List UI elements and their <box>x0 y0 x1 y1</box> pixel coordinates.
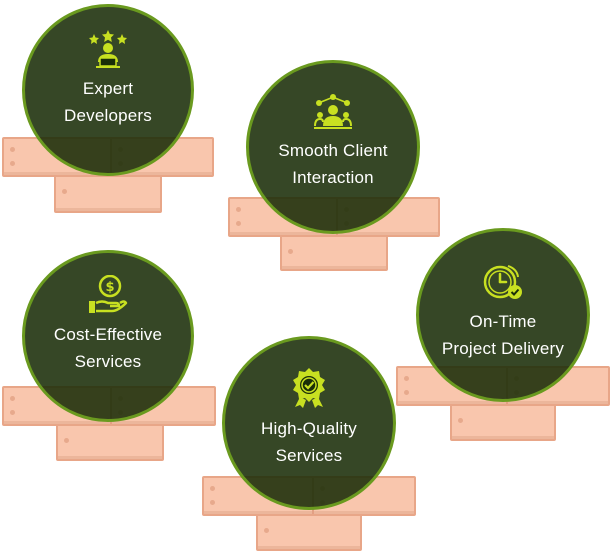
brick-bottom <box>280 235 388 271</box>
feature-circle: Expert Developers <box>22 4 194 176</box>
feature-expert-developers: Expert Developers <box>0 0 216 215</box>
feature-label: Cost-Effective Services <box>53 325 163 371</box>
svg-text:$: $ <box>105 280 114 295</box>
brick-bottom <box>450 404 556 441</box>
feature-circle: Smooth Client Interaction <box>246 60 420 234</box>
feature-high-quality-services: High-Quality Services <box>202 336 418 552</box>
quality-badge-icon <box>293 368 325 408</box>
feature-circle: On-Time Project Delivery <box>416 228 590 402</box>
feature-label: Smooth Client Interaction <box>278 141 388 187</box>
brick-bottom <box>256 514 362 551</box>
feature-on-time-project-delivery: On-Time Project Delivery <box>396 228 612 443</box>
feature-label: On-Time Project Delivery <box>441 312 565 358</box>
clock-check-icon <box>483 265 522 299</box>
brick-bottom <box>54 175 162 213</box>
feature-circle: $ Cost-Effective Services <box>22 250 194 422</box>
feature-cost-effective-services: $ Cost-Effective Services <box>2 248 218 463</box>
developer-stars-icon <box>89 30 127 68</box>
brick-bottom <box>56 424 164 461</box>
feature-label: Expert Developers <box>64 79 152 125</box>
dollar-hand-icon: $ <box>89 275 128 313</box>
feature-circle: High-Quality Services <box>222 336 396 510</box>
client-network-icon <box>314 94 352 129</box>
feature-label: High-Quality Services <box>261 419 357 465</box>
feature-smooth-client-interaction: Smooth Client Interaction <box>226 58 442 273</box>
